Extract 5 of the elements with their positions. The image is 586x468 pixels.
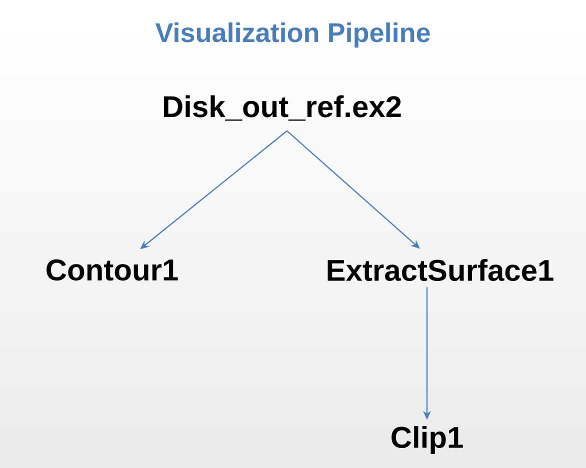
node-label: Clip1 bbox=[392, 426, 463, 454]
title: Visualization Pipeline bbox=[155, 22, 430, 48]
node-label: Contour1 bbox=[46, 259, 178, 281]
node-label: Disk_out_ref.ex2 bbox=[164, 95, 401, 121]
node-label: ExtractSurface1 bbox=[328, 258, 554, 282]
